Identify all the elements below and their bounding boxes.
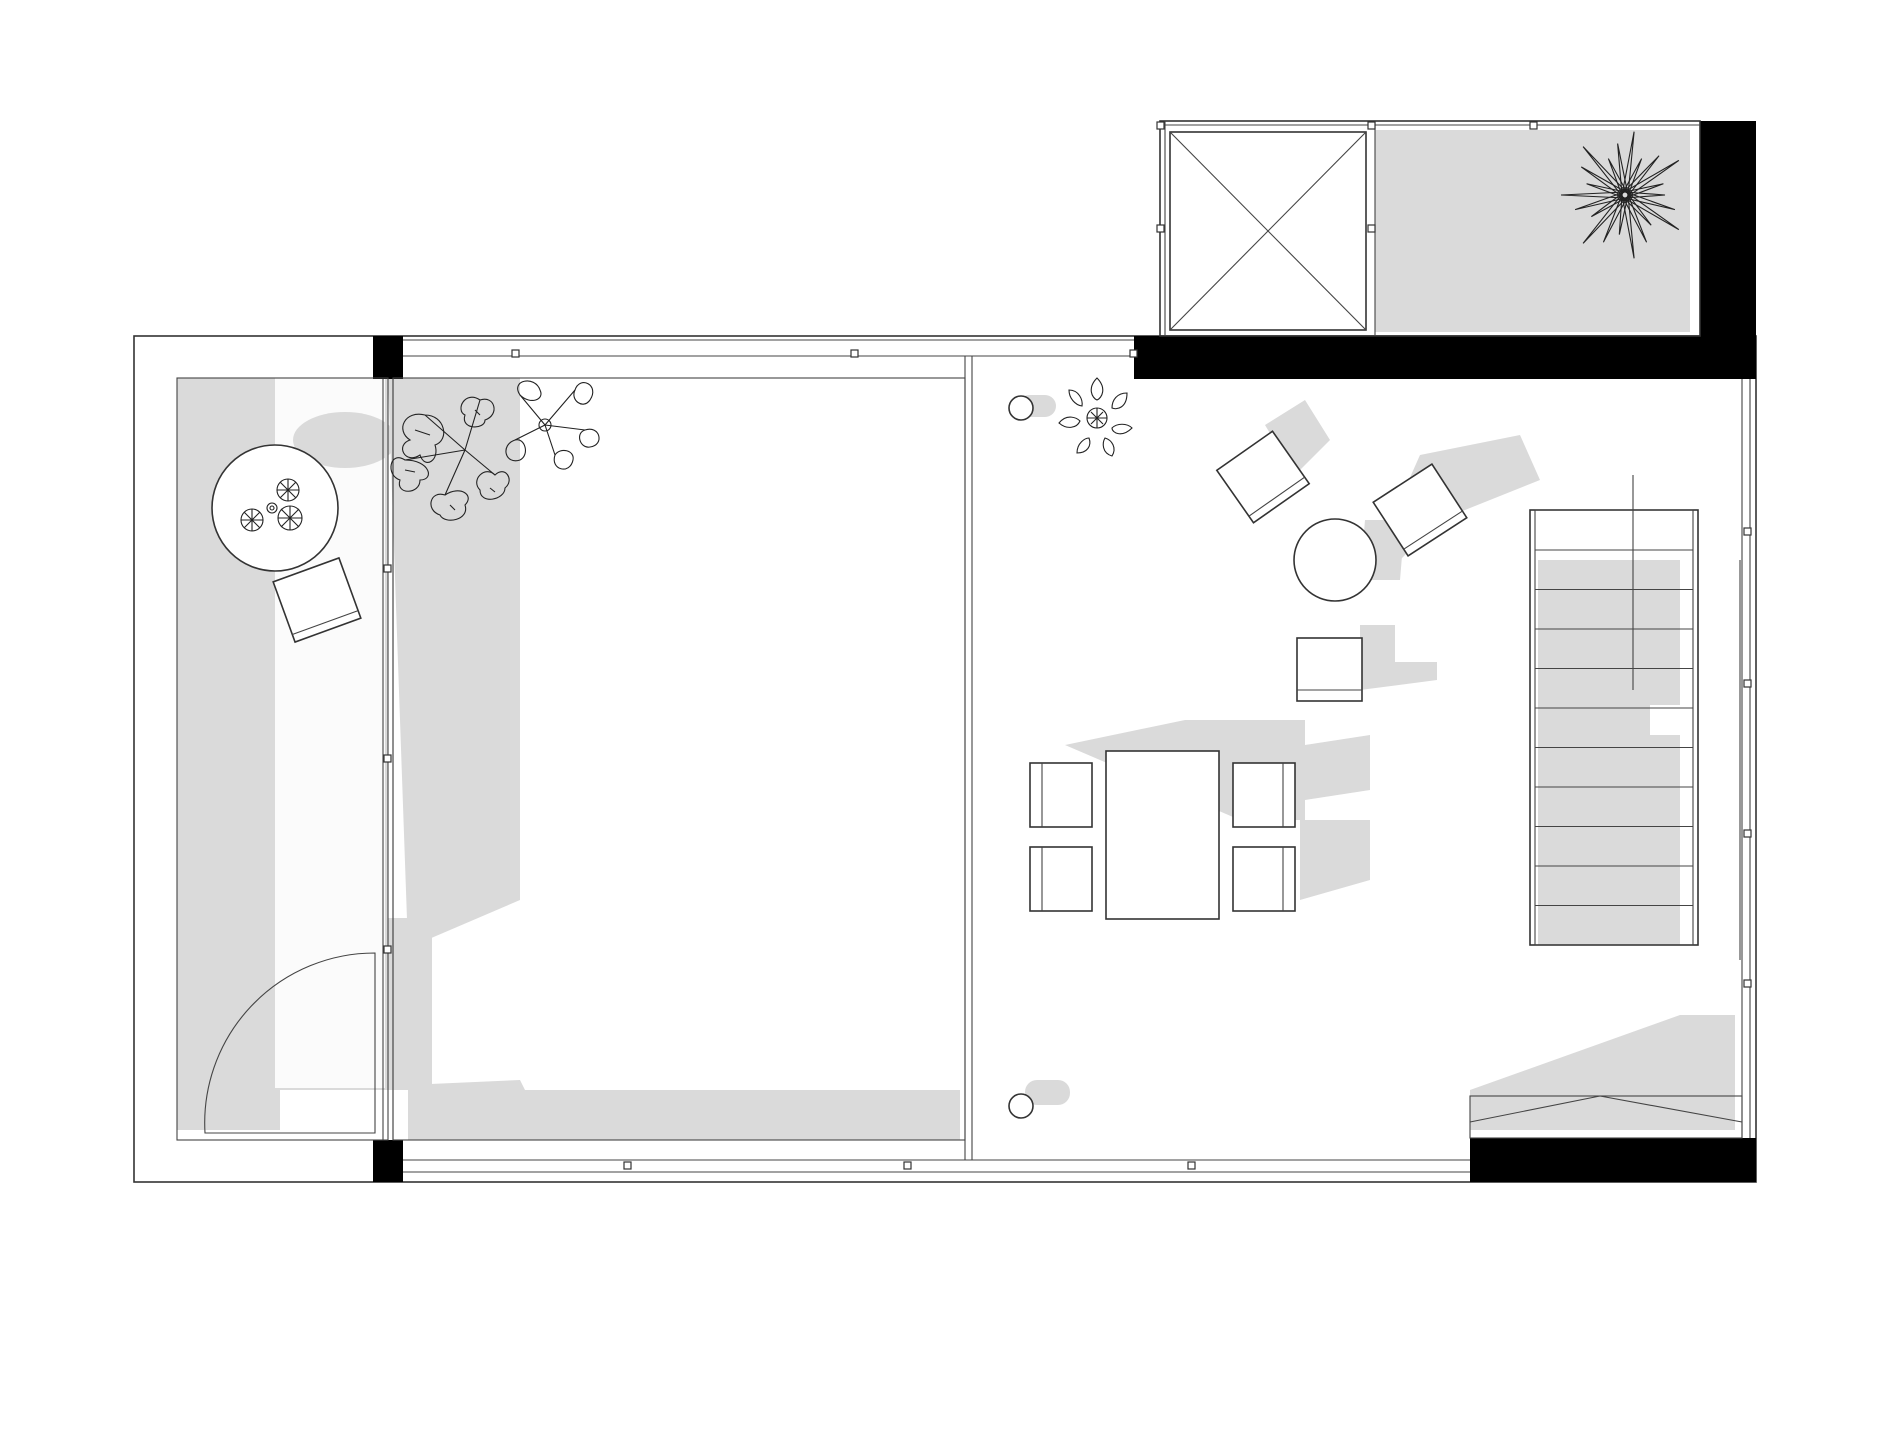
living-dining-area [1008,377,1743,1139]
agave-leaf [1560,191,1626,199]
central-patio-outline [392,377,966,1141]
agave-leaf [1580,166,1627,198]
lounge-chair [272,556,362,644]
agave-leaf [1602,193,1629,243]
agave-plant [1560,131,1680,259]
coffee-table [1293,518,1377,602]
agave-leaf [1622,155,1660,198]
skylight [1169,131,1367,331]
agave-leaf [1624,191,1676,211]
dining-chair [1029,846,1093,912]
armchair [1215,430,1311,524]
entry-shadow [1470,1015,1735,1130]
entry-bench [1469,1095,1743,1139]
agave-leaf [1624,183,1664,199]
agave-leaf [1582,146,1628,198]
wall-right-upper [1700,121,1756,379]
armchair [1372,462,1468,558]
palm-plant [505,380,600,470]
outer-wall-outline [133,335,1757,1183]
upper-planter-floor [1375,130,1690,332]
stair-shadow [1538,560,1680,945]
walls [133,120,1757,1183]
patio-shadow [388,378,520,948]
left-terrace-furniture [204,444,376,1134]
ottoman [1296,637,1363,702]
agave-leaf [1582,192,1628,244]
column [1008,395,1034,421]
dining-chair [1232,762,1296,828]
monstera-plant [390,396,510,521]
door-swing [204,952,376,1134]
agave-leaf [1621,193,1648,243]
potted-flower [1058,377,1133,457]
agave-leaf [1617,143,1629,196]
flower-pot [240,478,303,532]
dining-chair [1029,762,1093,828]
agave-leaf [1574,191,1626,211]
round-side-table [211,444,339,572]
wall-pier-bottom-left [373,1140,403,1182]
dining-chair [1232,846,1296,912]
ottoman-shadow [1360,625,1437,690]
agave-leaf [1621,194,1635,259]
glazing [382,121,1752,1173]
column [1008,1093,1034,1119]
dining-table [1105,750,1220,920]
wall-pier-top-left [373,336,403,379]
chair-shadow-1 [1265,400,1330,475]
agave-leaf [1621,131,1635,196]
agave-leaf [1623,159,1680,198]
shadow-layer [177,130,1735,1140]
agave-leaf [1623,192,1680,231]
staircase [1529,475,1741,960]
wall-top-right [1134,336,1756,379]
wall-bottom-right [1470,1138,1756,1182]
patio-bottom-shadow [408,1080,960,1140]
